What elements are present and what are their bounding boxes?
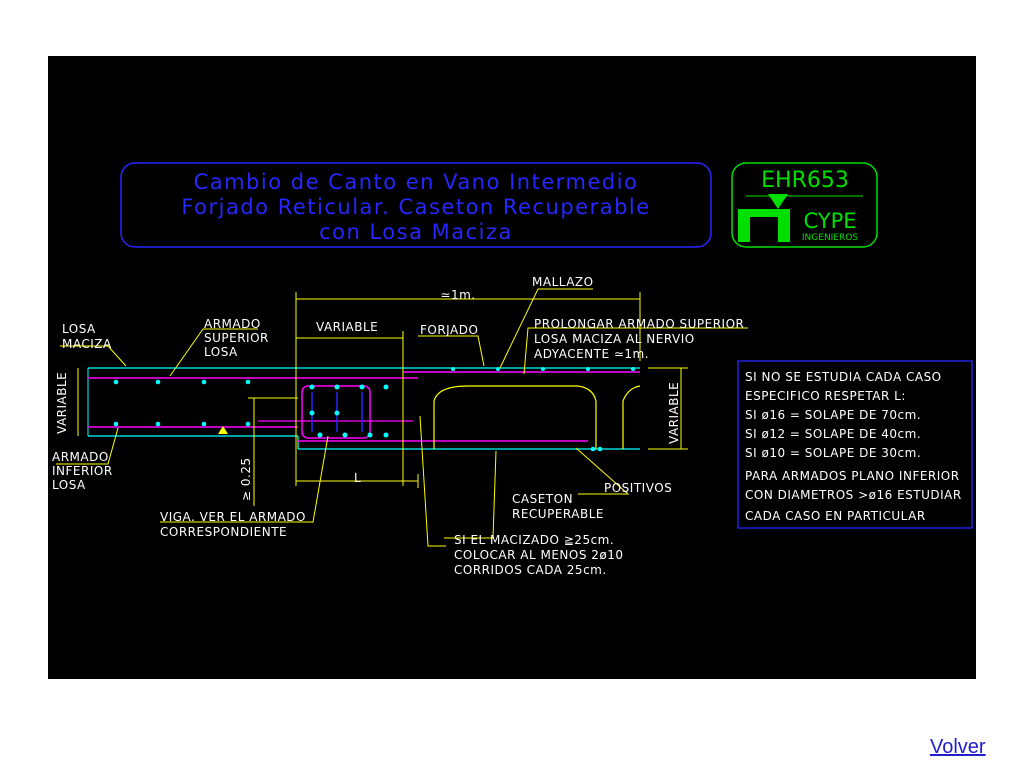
label-maciza: MACIZA [62, 337, 112, 351]
label-caseton-2: RECUPERABLE [512, 507, 604, 521]
label-L: L [354, 471, 361, 485]
note-line: CADA CASO EN PARTICULAR [745, 509, 926, 523]
note-line: PARA ARMADOS PLANO INFERIOR [745, 469, 960, 483]
logo-triangle-icon [768, 194, 788, 209]
note-line: CON DIAMETROS >ø16 ESTUDIAR [745, 488, 962, 502]
label-positivos: POSITIVOS [604, 481, 672, 495]
title-line-2: Forjado Reticular. Caseton Recuperable [181, 195, 650, 219]
label-variable-right: VARIABLE [667, 382, 681, 444]
title-line-3: con Losa Maciza [319, 220, 513, 244]
note-line: ESPECIFICO RESPETAR L: [745, 389, 906, 403]
support-triangle-icon [218, 426, 228, 434]
cad-drawing: Cambio de Canto en Vano Intermedio Forja… [48, 56, 976, 679]
label-approx-1m: ≃1m. [440, 288, 475, 302]
label-si-macizado-2: COLOCAR AL MENOS 2ø10 [454, 548, 624, 562]
label-variable-left: VARIABLE [55, 372, 69, 434]
label-losa: LOSA [62, 322, 96, 336]
label-forjado: FORJADO [420, 323, 478, 337]
note-line: SI ø10 = SOLAPE DE 30cm. [745, 446, 921, 460]
note-line: SI NO SE ESTUDIA CADA CASO [745, 370, 942, 384]
note-box: SI NO SE ESTUDIA CADA CASO ESPECIFICO RE… [737, 360, 973, 529]
logo-code: EHR653 [761, 168, 849, 193]
label-caseton-1: CASETON [512, 492, 573, 506]
label-armado-sup-3: LOSA [204, 345, 238, 359]
title-line-1: Cambio de Canto en Vano Intermedio [194, 170, 639, 194]
note-line: SI ø12 = SOLAPE DE 40cm. [745, 427, 921, 441]
label-variable-top: VARIABLE [316, 320, 378, 334]
label-mallazo: MALLAZO [532, 275, 594, 289]
logo-brand: CYPE [803, 209, 856, 233]
label-viga-2: CORRESPONDIENTE [160, 525, 287, 539]
drawing-labels: ≃1m. MALLAZO LOSA MACIZA ARMADO SUPERIOR… [52, 275, 744, 577]
label-armado-sup-2: SUPERIOR [204, 331, 269, 345]
label-prolongar-2: LOSA MACIZA AL NERVIO [534, 332, 695, 346]
label-prolongar-3: ADYACENTE ≃1m. [534, 347, 649, 361]
label-armado-inf-3: LOSA [52, 478, 86, 492]
title-block: Cambio de Canto en Vano Intermedio Forja… [120, 162, 712, 248]
cype-logo: EHR653 CYPE INGENIEROS [731, 162, 878, 248]
label-armado-sup-1: ARMADO [204, 317, 261, 331]
label-si-macizado-1: SI EL MACIZADO ≧25cm. [454, 533, 614, 547]
logo-sub: INGENIEROS [802, 233, 858, 243]
label-armado-inf-2: INFERIOR [52, 464, 113, 478]
label-viga-1: VIGA. VER EL ARMADO [160, 510, 306, 524]
label-armado-inf-1: ARMADO [52, 450, 109, 464]
note-line: SI ø16 = SOLAPE DE 70cm. [745, 408, 921, 422]
label-ge-025: ≥ 0.25 [239, 457, 253, 501]
section-drawing [56, 288, 748, 547]
label-si-macizado-3: CORRIDOS CADA 25cm. [454, 563, 607, 577]
volver-link[interactable]: Volver [930, 736, 986, 758]
label-prolongar-1: PROLONGAR ARMADO SUPERIOR [534, 317, 744, 331]
